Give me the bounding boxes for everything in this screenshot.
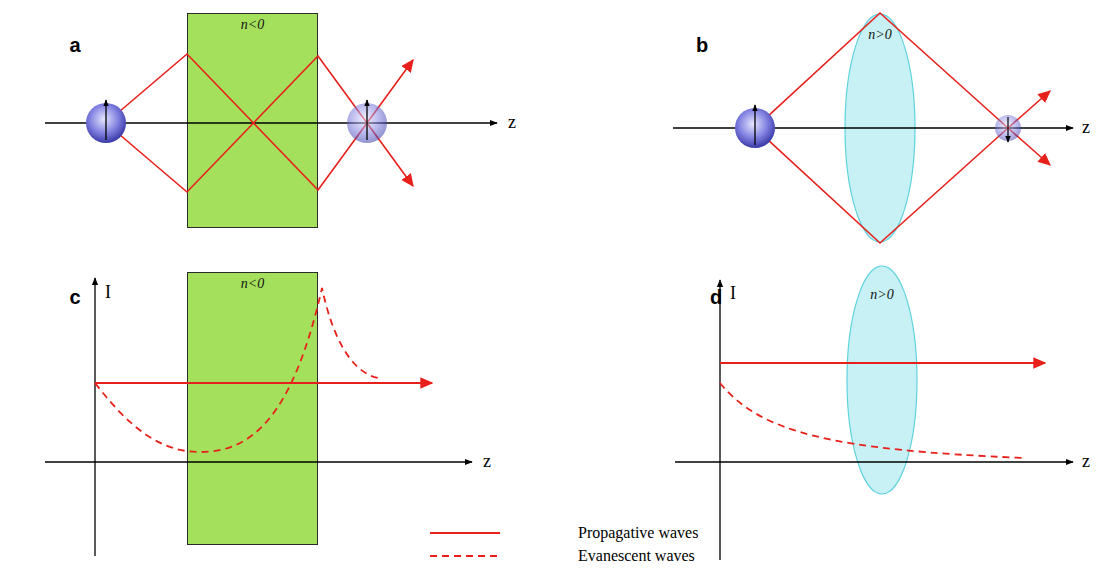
panel-letter: d bbox=[710, 286, 722, 309]
legend-sample bbox=[430, 555, 500, 557]
axis-label: z bbox=[508, 112, 516, 133]
z-axis bbox=[45, 122, 497, 123]
legend-sample bbox=[430, 532, 500, 534]
dipole-image bbox=[995, 115, 1021, 141]
dipole-arrow bbox=[754, 105, 755, 145]
index-label: n<0 bbox=[187, 276, 318, 292]
panel-a-art bbox=[45, 54, 497, 192]
panel-c-art bbox=[45, 278, 472, 556]
z-axis bbox=[675, 461, 1073, 462]
positive-index-lens: n>0 bbox=[844, 13, 916, 243]
axis-label: z bbox=[1082, 451, 1090, 472]
axis-label: I bbox=[105, 282, 111, 303]
dipole-arrow bbox=[1007, 117, 1008, 142]
lens-outline bbox=[847, 266, 917, 494]
positive-index-lens: n>0 bbox=[846, 265, 918, 495]
legend-text: Evanescent waves bbox=[578, 547, 695, 565]
z-axis bbox=[673, 127, 1073, 128]
axis-label: z bbox=[1082, 117, 1090, 138]
intensity-axis bbox=[719, 280, 720, 560]
panel-letter: b bbox=[696, 34, 708, 57]
z-axis bbox=[45, 461, 472, 462]
ray bbox=[106, 56, 413, 192]
propagative-wave bbox=[720, 362, 1045, 364]
propagative-wave bbox=[95, 382, 432, 384]
ray bbox=[106, 54, 413, 190]
panel-letter: c bbox=[69, 286, 80, 309]
dipole-image bbox=[347, 103, 387, 143]
evanescent-wave bbox=[95, 288, 378, 452]
lens-outline bbox=[845, 14, 915, 242]
axis-label: z bbox=[483, 451, 491, 472]
slab-outline bbox=[188, 273, 318, 545]
node-shape bbox=[187, 13, 318, 228]
ray bbox=[755, 13, 1050, 165]
dipole-arrow bbox=[105, 100, 106, 140]
negative-index-slab: n<0 bbox=[187, 272, 318, 545]
panel-b-art bbox=[673, 13, 1073, 243]
panel-letter: a bbox=[69, 34, 80, 57]
panel-d-art bbox=[675, 280, 1073, 560]
index-label: n>0 bbox=[846, 287, 918, 303]
negative-index-slab: n<0 bbox=[187, 13, 318, 228]
evanescent-wave bbox=[720, 383, 1025, 458]
dipole-arrow bbox=[366, 100, 367, 140]
index-label: n>0 bbox=[844, 27, 916, 43]
node-shape bbox=[844, 13, 916, 243]
intensity-axis bbox=[94, 278, 95, 556]
index-label: n<0 bbox=[187, 17, 318, 33]
node-shape bbox=[187, 272, 318, 545]
slab-outline bbox=[188, 14, 318, 228]
dipole-source bbox=[735, 108, 775, 148]
legend-text: Propagative waves bbox=[578, 524, 698, 542]
ray bbox=[755, 91, 1050, 243]
legend-samples bbox=[430, 533, 500, 556]
axis-label: I bbox=[730, 283, 736, 304]
dipole-source bbox=[86, 103, 126, 143]
